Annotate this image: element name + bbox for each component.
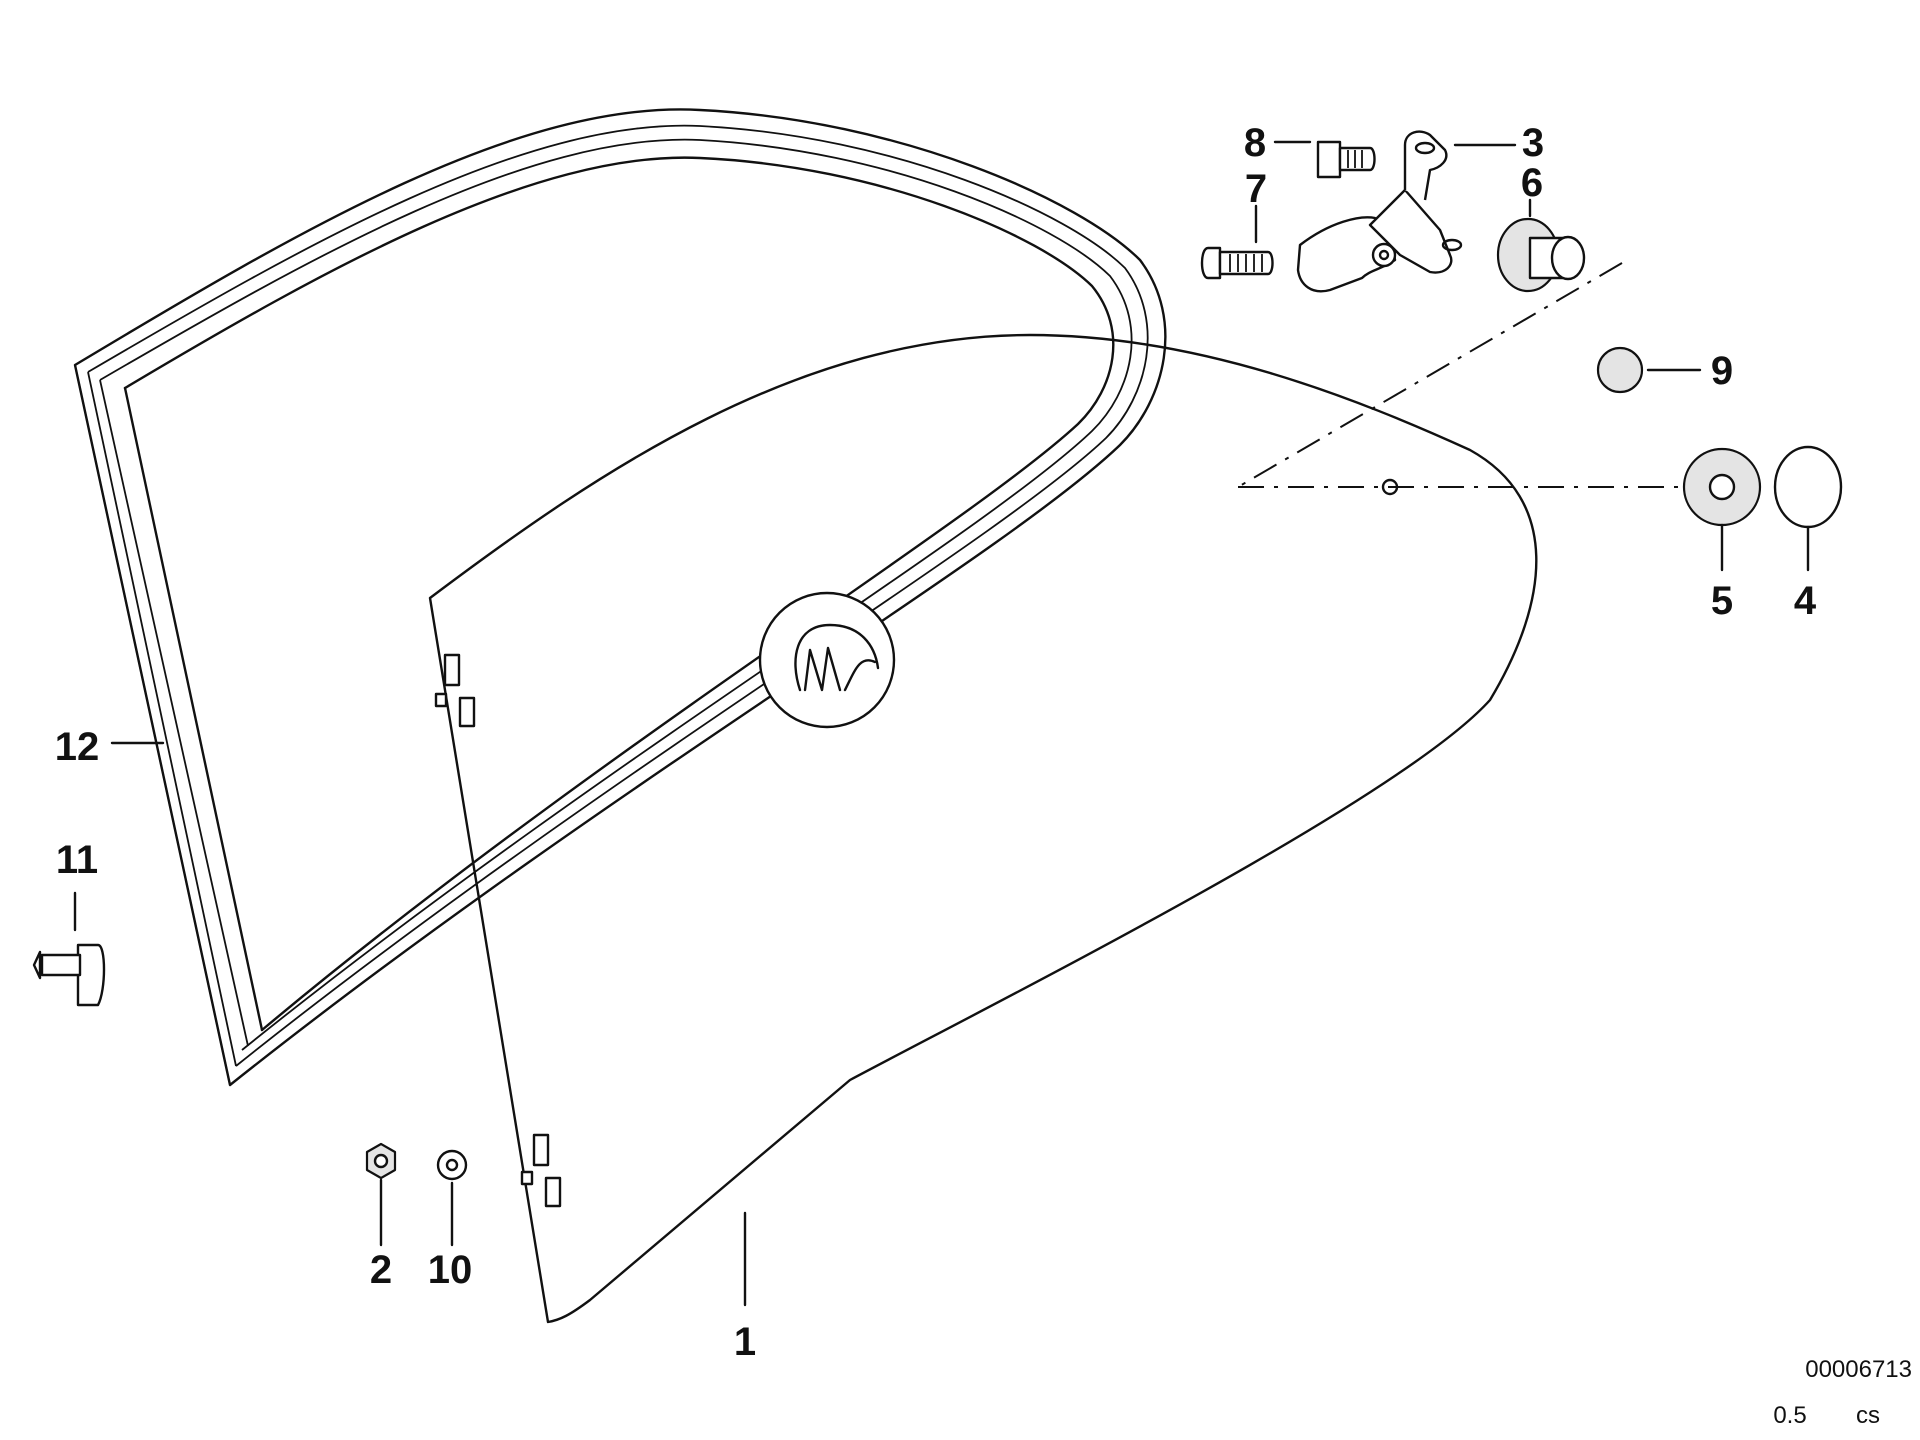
cover-disc-4-icon: [1773, 445, 1843, 529]
callout-12: 12: [55, 725, 100, 769]
callout-11: 11: [56, 838, 98, 882]
callout-10: 10: [428, 1248, 473, 1292]
window-seal-frame: [73, 108, 1167, 1087]
callout-9: 9: [1711, 349, 1733, 393]
callout-1: 1: [734, 1320, 756, 1364]
callout-labels: 1 2 3 4 5 6 7 8 9 10 11 12: [55, 121, 1817, 1364]
logo-stamp-icon: [758, 591, 896, 729]
washer-5-icon: [1682, 447, 1762, 527]
bolt-8-icon: [1316, 140, 1376, 179]
drawing-number: 00006713: [1805, 1356, 1912, 1383]
cap-9-icon: [1596, 346, 1644, 394]
callout-8: 8: [1244, 121, 1266, 165]
assembly-line-upper: [1237, 262, 1623, 488]
callout-5: 5: [1711, 579, 1733, 623]
callout-4: 4: [1794, 579, 1817, 623]
drawing-suffix: cs: [1856, 1402, 1880, 1429]
clip-11-icon: [32, 943, 106, 1007]
side-window-glass: [428, 333, 1538, 1324]
drawing-scale: 0.5: [1773, 1402, 1806, 1429]
hex-nut-2-icon: [365, 1142, 397, 1180]
washer-10-icon: [436, 1149, 468, 1181]
hinge-bracket: [1296, 130, 1463, 293]
callout-6: 6: [1521, 161, 1543, 205]
callout-3: 3: [1522, 121, 1544, 165]
screw-7-icon: [1200, 246, 1274, 280]
bushing-6-icon: [1496, 217, 1586, 293]
callout-2: 2: [370, 1248, 392, 1292]
callout-7: 7: [1245, 167, 1267, 211]
leader-lines: [73, 140, 1810, 1307]
